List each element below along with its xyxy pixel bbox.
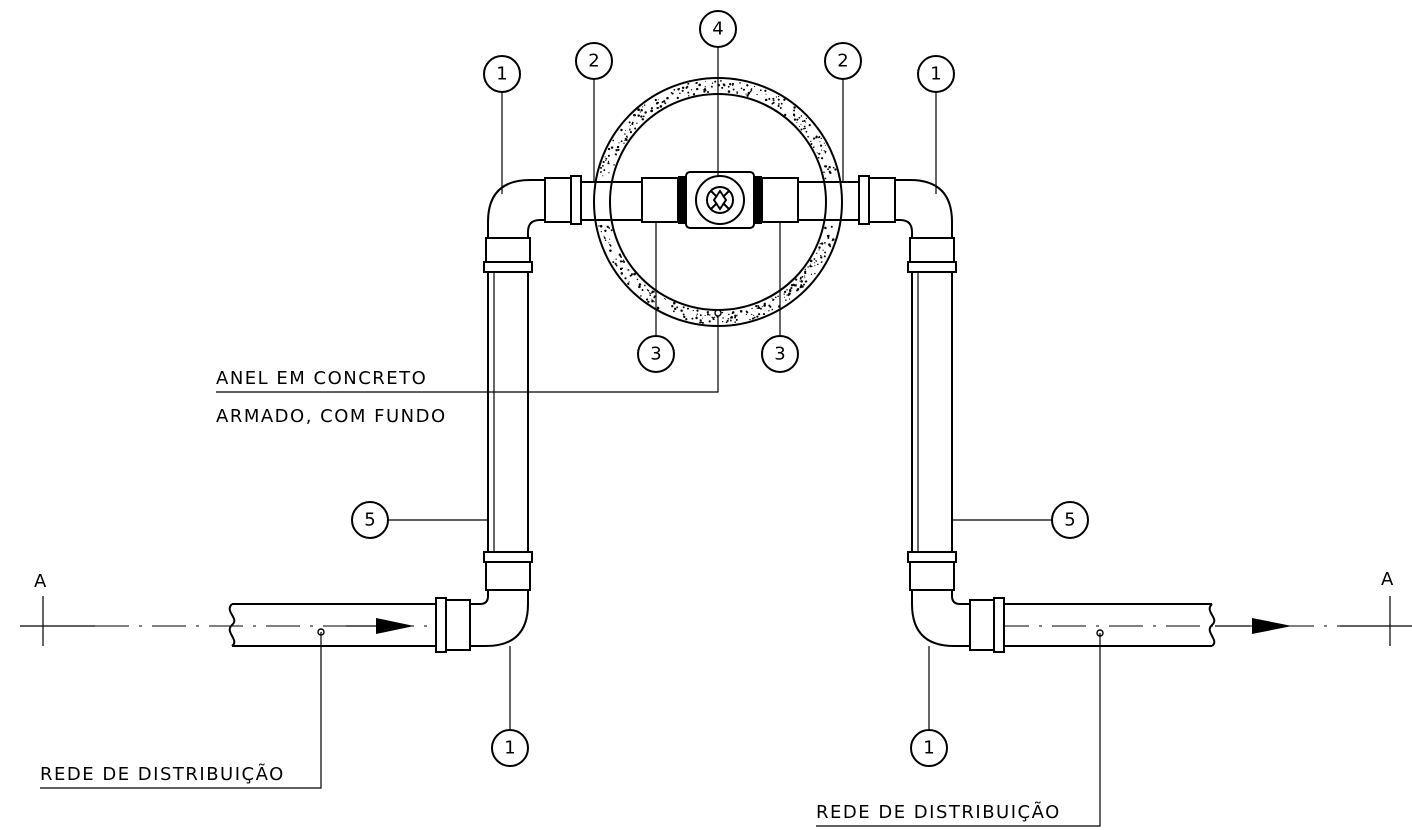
right-riser bbox=[858, 175, 1005, 653]
svg-text:2: 2 bbox=[588, 51, 599, 72]
svg-text:3: 3 bbox=[774, 344, 785, 365]
callout-1-right-top: 1 bbox=[917, 55, 955, 93]
callout-3-right: 3 bbox=[761, 335, 799, 373]
ring-label-line2: ARMADO, COM FUNDO bbox=[216, 406, 447, 427]
outlet-pipe bbox=[1005, 603, 1292, 647]
callouts: 1 2 4 2 1 3 3 5 bbox=[351, 10, 1089, 767]
section-mark-left: A bbox=[34, 571, 48, 592]
callout-1-left-bottom: 1 bbox=[491, 729, 529, 767]
network-label-left: REDE DE DISTRIBUIÇÃO bbox=[40, 763, 285, 785]
callout-1-left-top: 1 bbox=[483, 55, 521, 93]
svg-text:1: 1 bbox=[923, 738, 934, 759]
inlet-pipe bbox=[228, 603, 440, 647]
leader-lines bbox=[40, 47, 1101, 827]
concrete-hatch bbox=[598, 80, 837, 324]
section-mark-right: A bbox=[1381, 569, 1395, 590]
svg-text:1: 1 bbox=[930, 64, 941, 85]
svg-text:2: 2 bbox=[837, 51, 848, 72]
callout-2-right: 2 bbox=[824, 42, 862, 80]
svg-text:5: 5 bbox=[1064, 510, 1075, 531]
callout-1-right-bottom: 1 bbox=[910, 729, 948, 767]
flow-arrow-left bbox=[376, 618, 414, 634]
flow-arrow-right bbox=[1252, 618, 1292, 634]
svg-text:1: 1 bbox=[504, 738, 515, 759]
network-label-right: REDE DE DISTRIBUIÇÃO bbox=[816, 801, 1061, 823]
svg-text:3: 3 bbox=[650, 344, 661, 365]
section-line-left: A bbox=[20, 571, 95, 646]
left-riser bbox=[435, 175, 582, 653]
callout-4: 4 bbox=[699, 10, 737, 48]
section-line-right: A bbox=[1340, 569, 1412, 646]
svg-text:1: 1 bbox=[496, 64, 507, 85]
callout-2-left: 2 bbox=[575, 42, 613, 80]
svg-text:4: 4 bbox=[712, 19, 723, 40]
callout-5-left: 5 bbox=[351, 501, 389, 539]
ring-label-line1: ANEL EM CONCRETO bbox=[216, 368, 427, 389]
svg-text:5: 5 bbox=[364, 510, 375, 531]
callout-3-left: 3 bbox=[637, 335, 675, 373]
meter-line bbox=[581, 171, 859, 229]
callout-5-right: 5 bbox=[1051, 501, 1089, 539]
